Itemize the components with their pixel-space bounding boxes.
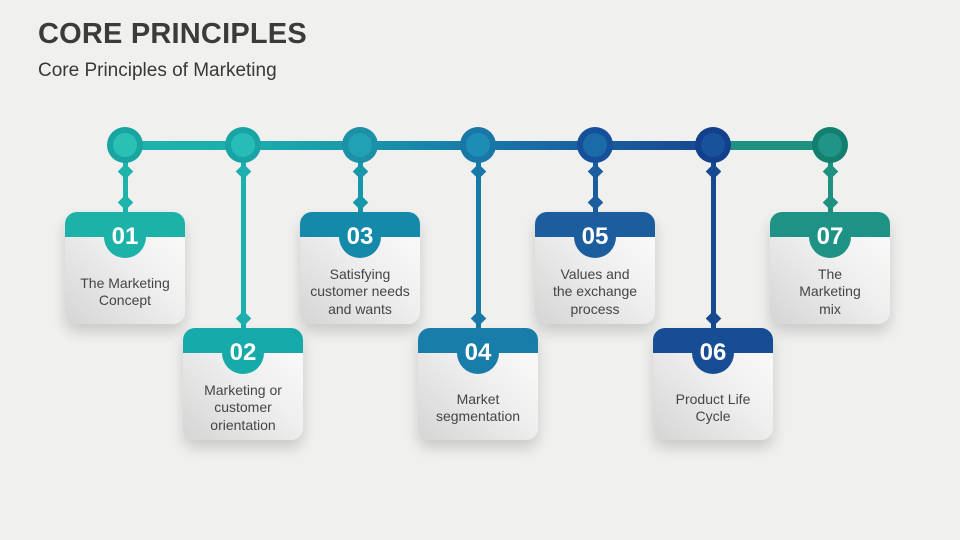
connector-arrow-bottom-icon [705, 310, 721, 327]
card-number-badge [809, 216, 851, 258]
connector-arrow-bottom-icon [470, 310, 486, 327]
principle-card[interactable]: 04 Market segmentation [418, 328, 538, 440]
connector-arrow-bottom-icon [117, 194, 133, 211]
card-label: Product Life Cycle [675, 390, 751, 424]
connector-arrow-bottom-icon [822, 194, 838, 211]
connector-line [357, 150, 363, 212]
connector-arrow-bottom-icon [352, 194, 368, 211]
connector-line [592, 150, 598, 212]
connector-arrow-top-icon [470, 163, 486, 180]
card-label: The Marketing Concept [80, 274, 170, 308]
timeline-node-icon [342, 127, 378, 163]
card-label: Satisfying customer needs and wants [310, 266, 410, 317]
page-title: CORE PRINCIPLES [38, 18, 307, 50]
connector-arrow-bottom-icon [235, 310, 251, 327]
connector-arrow-top-icon [235, 163, 251, 180]
card-number: 03 [346, 223, 374, 250]
card-label: The Marketing mix [799, 266, 861, 317]
timeline-node-icon [225, 127, 261, 163]
connector-line [122, 150, 128, 212]
card-number: 05 [581, 223, 609, 250]
connector-arrow-top-icon [352, 163, 368, 180]
connector-line [240, 150, 246, 328]
card-number: 04 [464, 339, 492, 366]
timeline-node-icon [577, 127, 613, 163]
principle-card[interactable]: 02 Marketing or customer orientation [183, 328, 303, 440]
card-number: 07 [816, 223, 844, 250]
connector-arrow-bottom-icon [587, 194, 603, 211]
card-number-badge [574, 216, 616, 258]
card-number: 02 [229, 339, 257, 366]
card-number-badge [692, 332, 734, 374]
card-number-badge [339, 216, 381, 258]
principle-card[interactable]: 01 The Marketing Concept [65, 212, 185, 324]
connector-arrow-top-icon [822, 163, 838, 180]
principle-card[interactable]: 03 Satisfying customer needs and wants [300, 212, 420, 324]
connector-arrow-top-icon [117, 163, 133, 180]
timeline-node-icon [107, 127, 143, 163]
card-number-badge [222, 332, 264, 374]
page-subtitle: Core Principles of Marketing [38, 60, 277, 81]
timeline-node-icon [812, 127, 848, 163]
principle-card[interactable]: 07 The Marketing mix [770, 212, 890, 324]
principle-card[interactable]: 06 Product Life Cycle [653, 328, 773, 440]
card-label: Values and the exchange process [552, 266, 638, 317]
card-number: 01 [111, 223, 139, 250]
timeline-node-icon [695, 127, 731, 163]
connector-arrow-top-icon [705, 163, 721, 180]
card-label: Market segmentation [435, 390, 521, 424]
connector-line [827, 150, 833, 212]
card-number-badge [104, 216, 146, 258]
principle-card[interactable]: 05 Values and the exchange process [535, 212, 655, 324]
connector-line [710, 150, 716, 328]
card-number-badge [457, 332, 499, 374]
connector-arrow-top-icon [587, 163, 603, 180]
card-label: Marketing or customer orientation [204, 382, 282, 433]
connector-line [475, 150, 481, 328]
card-number: 06 [699, 339, 727, 366]
timeline-node-icon [460, 127, 496, 163]
